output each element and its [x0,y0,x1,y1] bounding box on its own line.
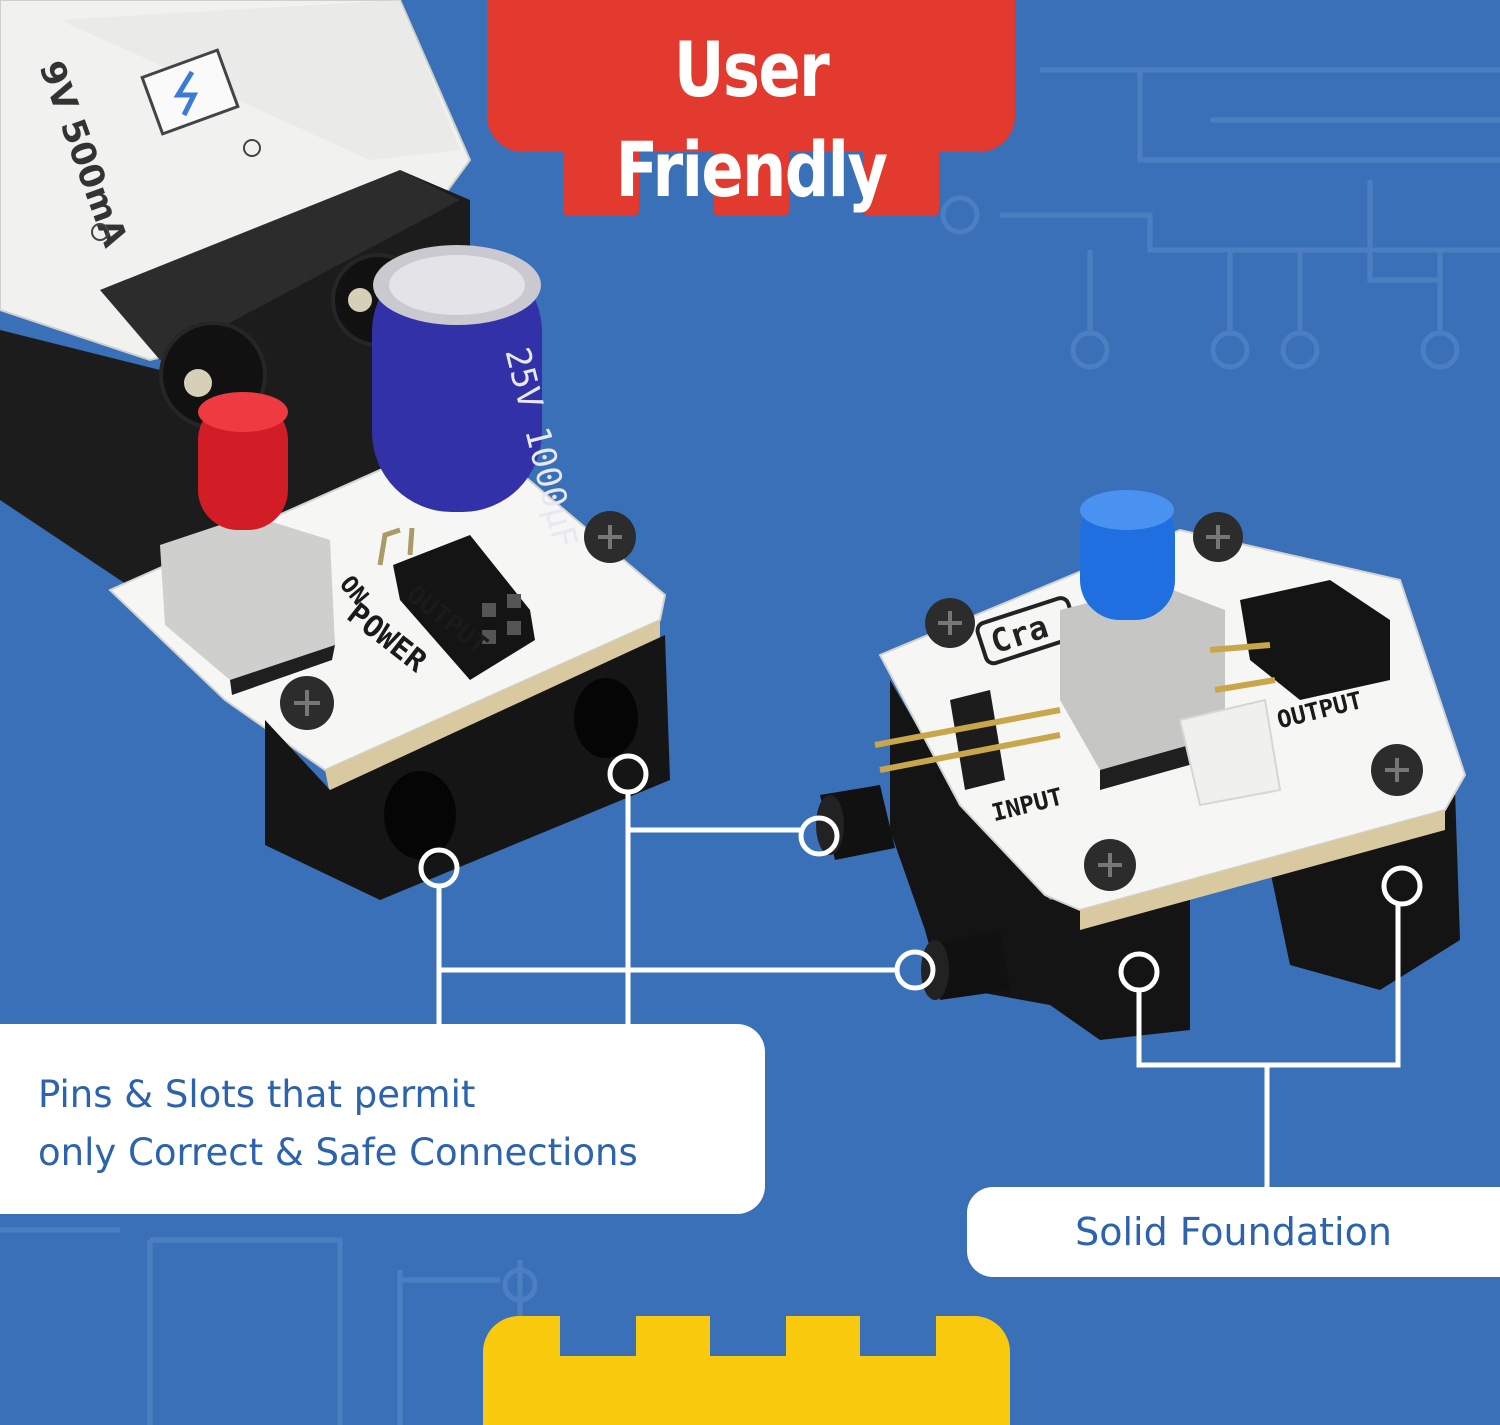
title-banner-tab [713,150,789,216]
callout-connectors [418,753,1423,1187]
circuit-trace-decoration [0,67,1500,1425]
pins-slots-callout: Pins & Slots that permit only Correct & … [0,1024,765,1214]
title-banner [487,0,1015,152]
solid-foundation-callout: Solid Foundation [967,1187,1500,1277]
pins-callout-line-2: only Correct & Safe Connections [38,1131,638,1174]
title-banner-tab [563,150,639,216]
bottom-block-notch [860,1316,936,1356]
bottom-block-notch [560,1316,636,1356]
title-banner-tab [863,150,939,216]
pins-callout-line-1: Pins & Slots that permit [38,1073,476,1116]
power-module: 9V 500mA 25V 1 [0,0,670,900]
switch-module: Cra INPUT OUTPUT [816,490,1467,1040]
page-title: User Friendly [615,25,888,214]
bottom-block-notch [710,1316,786,1356]
